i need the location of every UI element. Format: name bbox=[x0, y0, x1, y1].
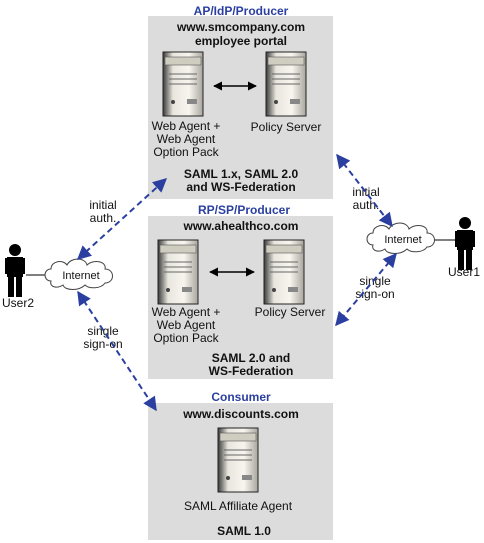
producer2-agent-line-2: Web Agent bbox=[157, 318, 216, 332]
producer2-host: www.ahealthco.com bbox=[183, 219, 299, 233]
right-sso-line-1: single bbox=[359, 274, 391, 288]
producer2-policy-server-label: Policy Server bbox=[255, 305, 326, 319]
right-sso-arrow bbox=[335, 252, 397, 327]
producer1-protocols-line-2: and WS-Federation bbox=[186, 180, 295, 194]
left-sso-arrow bbox=[77, 290, 157, 412]
producer2-agent-line-1: Web Agent + bbox=[152, 305, 221, 319]
user2-label: User2 bbox=[2, 296, 34, 310]
user1-person-icon bbox=[455, 217, 475, 270]
consumer-protocol: SAML 1.0 bbox=[217, 524, 271, 538]
producer2-protocols-line-2: WS-Federation bbox=[209, 364, 294, 378]
producer1-agent-line-1: Web Agent + bbox=[152, 119, 221, 133]
left-initial-auth-line-2: auth. bbox=[90, 211, 117, 225]
consumer-host: www.discounts.com bbox=[182, 407, 299, 421]
producer1-protocols-line-1: SAML 1.x, SAML 2.0 bbox=[184, 167, 299, 181]
producer1-role: AP/IdP/Producer bbox=[194, 4, 289, 18]
left-internet-label: Internet bbox=[62, 270, 99, 282]
producer1-policy-server-icon bbox=[265, 51, 307, 117]
producer2-role: RP/SP/Producer bbox=[198, 203, 290, 217]
producer1-policy-server-label: Policy Server bbox=[251, 120, 322, 134]
producer1-agent-line-3: Option Pack bbox=[153, 145, 219, 159]
producer2-protocols-line-1: SAML 2.0 and bbox=[212, 351, 290, 365]
producer1-host: www.smcompany.com bbox=[176, 20, 305, 34]
right-initial-auth-line-1: initial bbox=[352, 185, 379, 199]
left-sso-line-2: sign-on bbox=[83, 337, 122, 351]
producer1-web-agent-server-icon bbox=[162, 51, 204, 117]
right-initial-auth-arrow bbox=[336, 153, 393, 228]
user1-label: User1 bbox=[448, 265, 480, 279]
right-internet-label: Internet bbox=[384, 234, 421, 246]
consumer-role: Consumer bbox=[211, 390, 271, 404]
producer2-agent-line-3: Option Pack bbox=[153, 331, 219, 345]
consumer-affiliate-server-icon bbox=[217, 427, 259, 493]
producer2-web-agent-server-icon bbox=[157, 239, 199, 305]
left-sso-line-1: single bbox=[87, 324, 119, 338]
producer1-agent-line-2: Web Agent bbox=[157, 132, 216, 146]
consumer-agent-label: SAML Affiliate Agent bbox=[184, 499, 293, 513]
producer1-portal: employee portal bbox=[195, 34, 287, 48]
user2-person-icon bbox=[5, 244, 25, 297]
producer2-policy-server-icon bbox=[263, 239, 305, 305]
left-initial-auth-line-1: initial bbox=[89, 198, 116, 212]
